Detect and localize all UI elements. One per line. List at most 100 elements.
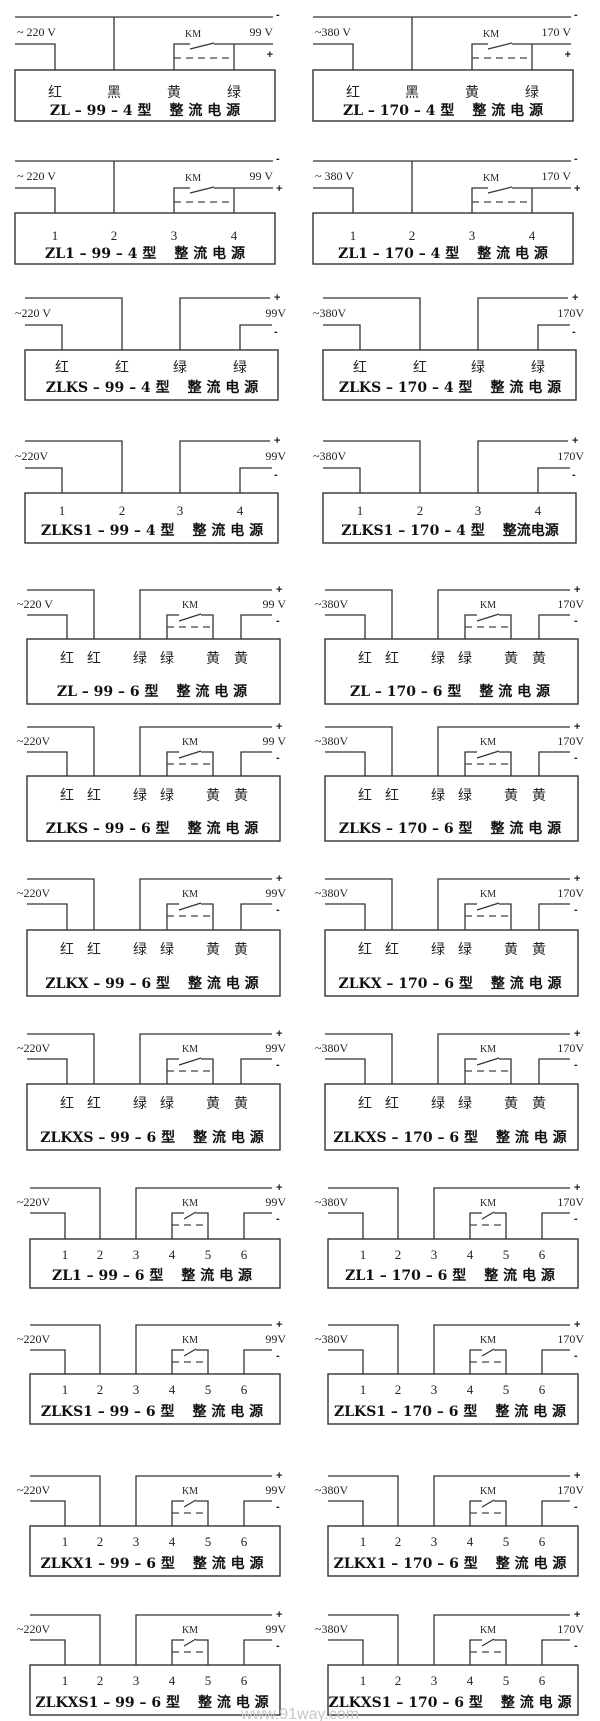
km-label: KM (182, 1198, 198, 1209)
ac-input-voltage: ~380V (315, 1622, 348, 1636)
plus-sign: + (276, 1609, 282, 1621)
km-label: KM (182, 600, 198, 611)
ac-input-wire (30, 1500, 66, 1526)
terminal-label: 6 (539, 1382, 546, 1397)
plus-sign: + (276, 584, 282, 596)
minus-sign: - (574, 904, 578, 916)
product-name: 整 流 电 源 (500, 1694, 572, 1711)
terminal-2-wire (27, 1033, 95, 1084)
model-title: ZLKXS – 99 – 6 型整 流 电 源 (40, 1129, 263, 1146)
product-name: 整 流 电 源 (169, 102, 241, 119)
product-name: 整 流 电 源 (187, 820, 259, 837)
terminal-label: 黄 (234, 650, 248, 667)
terminal-label: 3 (133, 1247, 140, 1262)
dc-output-voltage: 99 V (250, 169, 274, 183)
terminal-label: 1 (59, 503, 66, 518)
model-number: ZLKXS – 170 – 6 型 (333, 1129, 478, 1146)
dc-output-negative-wire (538, 751, 570, 776)
terminal-label: 绿 (173, 360, 187, 376)
terminal-2-wire (30, 1324, 101, 1374)
terminal-label: 绿 (160, 942, 174, 958)
power-supply-box (327, 1238, 579, 1289)
ac-input-wire (328, 1639, 364, 1665)
plus-sign: + (276, 1470, 282, 1482)
model-number: ZL – 99 – 6 型 (57, 683, 159, 700)
km-contact-right-wire (499, 614, 512, 639)
model-number: ZLKXS1 – 99 – 6 型 (35, 1694, 180, 1711)
model-number: ZLKS – 170 – 4 型 (339, 379, 473, 396)
terminal-label: 绿 (458, 942, 472, 958)
terminal-label: 4 (169, 1382, 176, 1397)
km-contact-right-wire (196, 1500, 209, 1526)
km-contact-left-wire (166, 1058, 179, 1084)
dc-output-positive-wire (437, 726, 570, 776)
dc-output-negative-wire (541, 1639, 570, 1665)
minus-sign: - (274, 469, 278, 481)
model-title: ZL – 99 – 4 型整 流 电 源 (50, 102, 240, 119)
product-name: 整 流 电 源 (192, 1129, 264, 1146)
ac-input-wire (30, 1212, 66, 1239)
minus-sign: - (276, 904, 280, 916)
model-number: ZLKXS1 – 170 – 6 型 (329, 1694, 483, 1711)
terminal-label: 4 (535, 503, 542, 518)
km-contact-left-wire (171, 1212, 184, 1239)
power-supply-box (24, 349, 279, 401)
model-title: ZLKS1 – 170 – 6 型整 流 电 源 (334, 1403, 566, 1420)
minus-sign: - (274, 326, 278, 338)
terminal-2-wire (27, 726, 95, 776)
terminal-label: 绿 (133, 942, 147, 958)
terminal-label: 2 (97, 1534, 104, 1549)
terminal-label: 2 (395, 1673, 402, 1688)
dc-output-negative-wire (240, 1058, 272, 1084)
dc-output-negative-wire (240, 903, 272, 930)
ac-input-voltage: ~380V (315, 597, 348, 611)
power-supply-box (14, 69, 276, 122)
km-contact-right-wire (494, 1212, 507, 1239)
ac-input-wire (27, 1058, 68, 1084)
model-number: ZLKXS – 99 – 6 型 (40, 1129, 175, 1146)
minus-sign: - (276, 1213, 280, 1225)
km-switch-blade-icon (178, 1057, 202, 1066)
terminal-label: 红 (115, 360, 129, 376)
terminal-label: 红 (385, 942, 399, 958)
terminal-label: 红 (358, 788, 372, 804)
ac-input-voltage: ~220V (17, 1332, 50, 1346)
model-title: ZL – 170 – 4 型整 流 电 源 (343, 102, 543, 119)
terminal-label: 2 (97, 1673, 104, 1688)
terminal-label: 3 (431, 1534, 438, 1549)
plus-sign: + (267, 49, 273, 61)
dc-output-voltage: 170V (557, 886, 584, 900)
ac-input-wire (25, 324, 63, 350)
dc-output-voltage: 99V (265, 449, 286, 463)
km-contact-left-wire (171, 1500, 184, 1526)
terminal-label: 红 (55, 360, 69, 376)
ac-input-voltage: ~380V (313, 306, 346, 320)
km-contact-right-wire (201, 751, 214, 776)
dc-output-negative-wire (541, 1212, 570, 1239)
model-number: ZL – 170 – 4 型 (343, 102, 454, 119)
product-name: 整 流 电 源 (173, 245, 245, 262)
model-title: ZL1 – 170 – 6 型整 流 电 源 (345, 1267, 555, 1284)
terminal-label: 1 (360, 1247, 367, 1262)
minus-sign: - (574, 9, 578, 21)
terminal-label: 黄 (206, 650, 220, 667)
model-number: ZL – 99 – 4 型 (50, 102, 152, 119)
model-number: ZLKS1 – 170 – 6 型 (334, 1403, 477, 1420)
km-contact-left-wire (166, 614, 179, 639)
power-supply-box (324, 929, 579, 997)
terminal-label: 红 (60, 942, 74, 958)
model-title: ZLKX – 99 – 6 型整 流 电 源 (45, 975, 258, 992)
product-name: 整 流 电 源 (483, 1267, 555, 1284)
product-name: 整 流 电 源 (176, 683, 248, 700)
terminal-label: 4 (467, 1534, 474, 1549)
km-contact-left-wire (171, 1349, 184, 1374)
terminal-label: 绿 (133, 788, 147, 804)
terminal-label: 1 (360, 1534, 367, 1549)
model-number: ZL – 170 – 6 型 (350, 683, 461, 700)
terminal-label: 5 (205, 1247, 212, 1262)
dc-output-negative-wire (239, 467, 272, 493)
terminal-label: 黄 (532, 1095, 546, 1112)
